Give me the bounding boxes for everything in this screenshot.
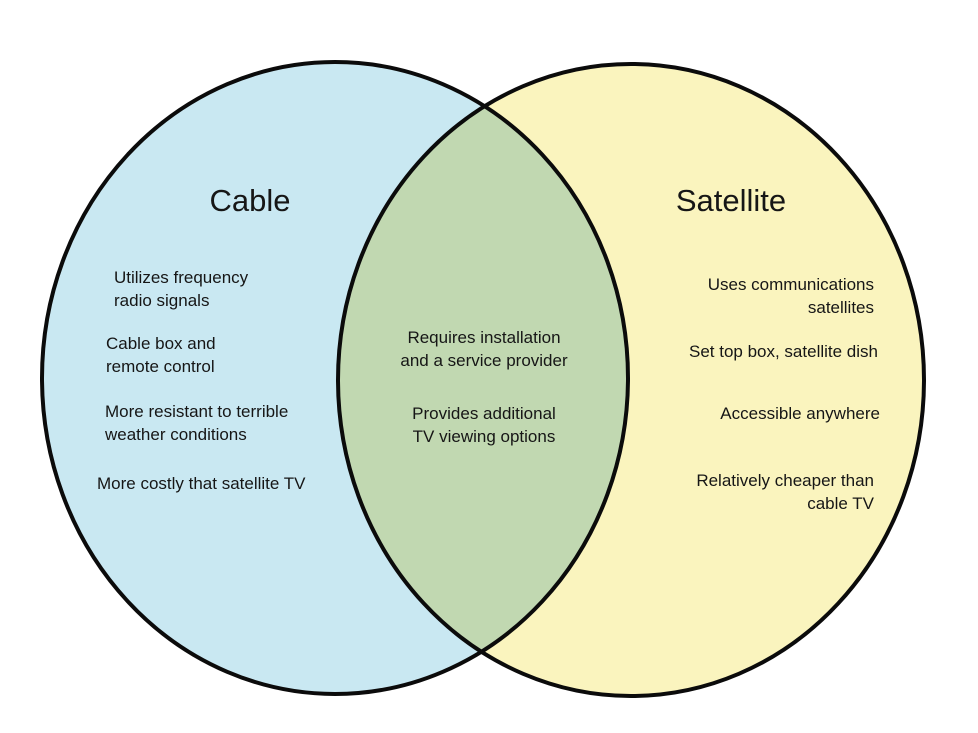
shared-item: Provides additional TV viewing options bbox=[412, 404, 556, 446]
cable-title: Cable bbox=[209, 183, 291, 218]
satellite-title: Satellite bbox=[675, 183, 787, 218]
satellite-item: Uses communications satellites bbox=[707, 275, 874, 317]
shared-item: Requires installation and a service prov… bbox=[400, 328, 568, 370]
overlap-region bbox=[338, 64, 628, 694]
cable-item: Cable box and remote control bbox=[106, 334, 216, 376]
satellite-item: Relatively cheaper than cable TV bbox=[696, 471, 874, 513]
cable-circle-outline bbox=[40, 60, 630, 696]
satellite-item: Set top box, satellite dish bbox=[688, 342, 878, 361]
cable-item: Utilizes frequency radio signals bbox=[114, 268, 249, 310]
satellite-circle-outline bbox=[336, 62, 926, 698]
satellite-item: Accessible anywhere bbox=[720, 404, 880, 423]
cable-item: More resistant to terrible weather condi… bbox=[105, 402, 289, 444]
cable-item: More costly that satellite TV bbox=[97, 474, 306, 493]
